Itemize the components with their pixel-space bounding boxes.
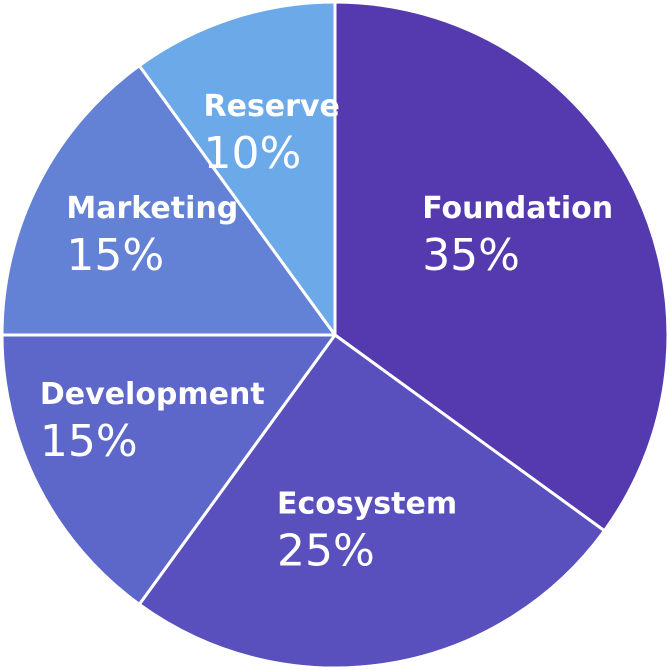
pie-slice-ecosystem [137, 333, 606, 670]
slice-value-marketing: 15% [66, 230, 164, 281]
slice-value-ecosystem: 25% [277, 526, 375, 577]
slice-label-development: Development [40, 377, 265, 412]
slice-label-marketing: Marketing [66, 191, 238, 226]
slice-value-foundation: 35% [422, 230, 520, 281]
slice-value-reserve: 10% [204, 128, 302, 179]
pie-slice-foundation [333, 0, 670, 533]
slice-label-reserve: Reserve [204, 89, 340, 124]
slice-label-foundation: Foundation [422, 191, 613, 226]
pie-slice-marketing [0, 64, 337, 337]
slice-value-development: 15% [40, 416, 138, 467]
pie-slice-development [0, 333, 337, 606]
pie-slice-reserve [137, 0, 337, 337]
pie-labels: Foundation 35% Ecosystem 25% Development 15% M… [40, 89, 613, 577]
slice-label-ecosystem: Ecosystem [277, 487, 457, 522]
